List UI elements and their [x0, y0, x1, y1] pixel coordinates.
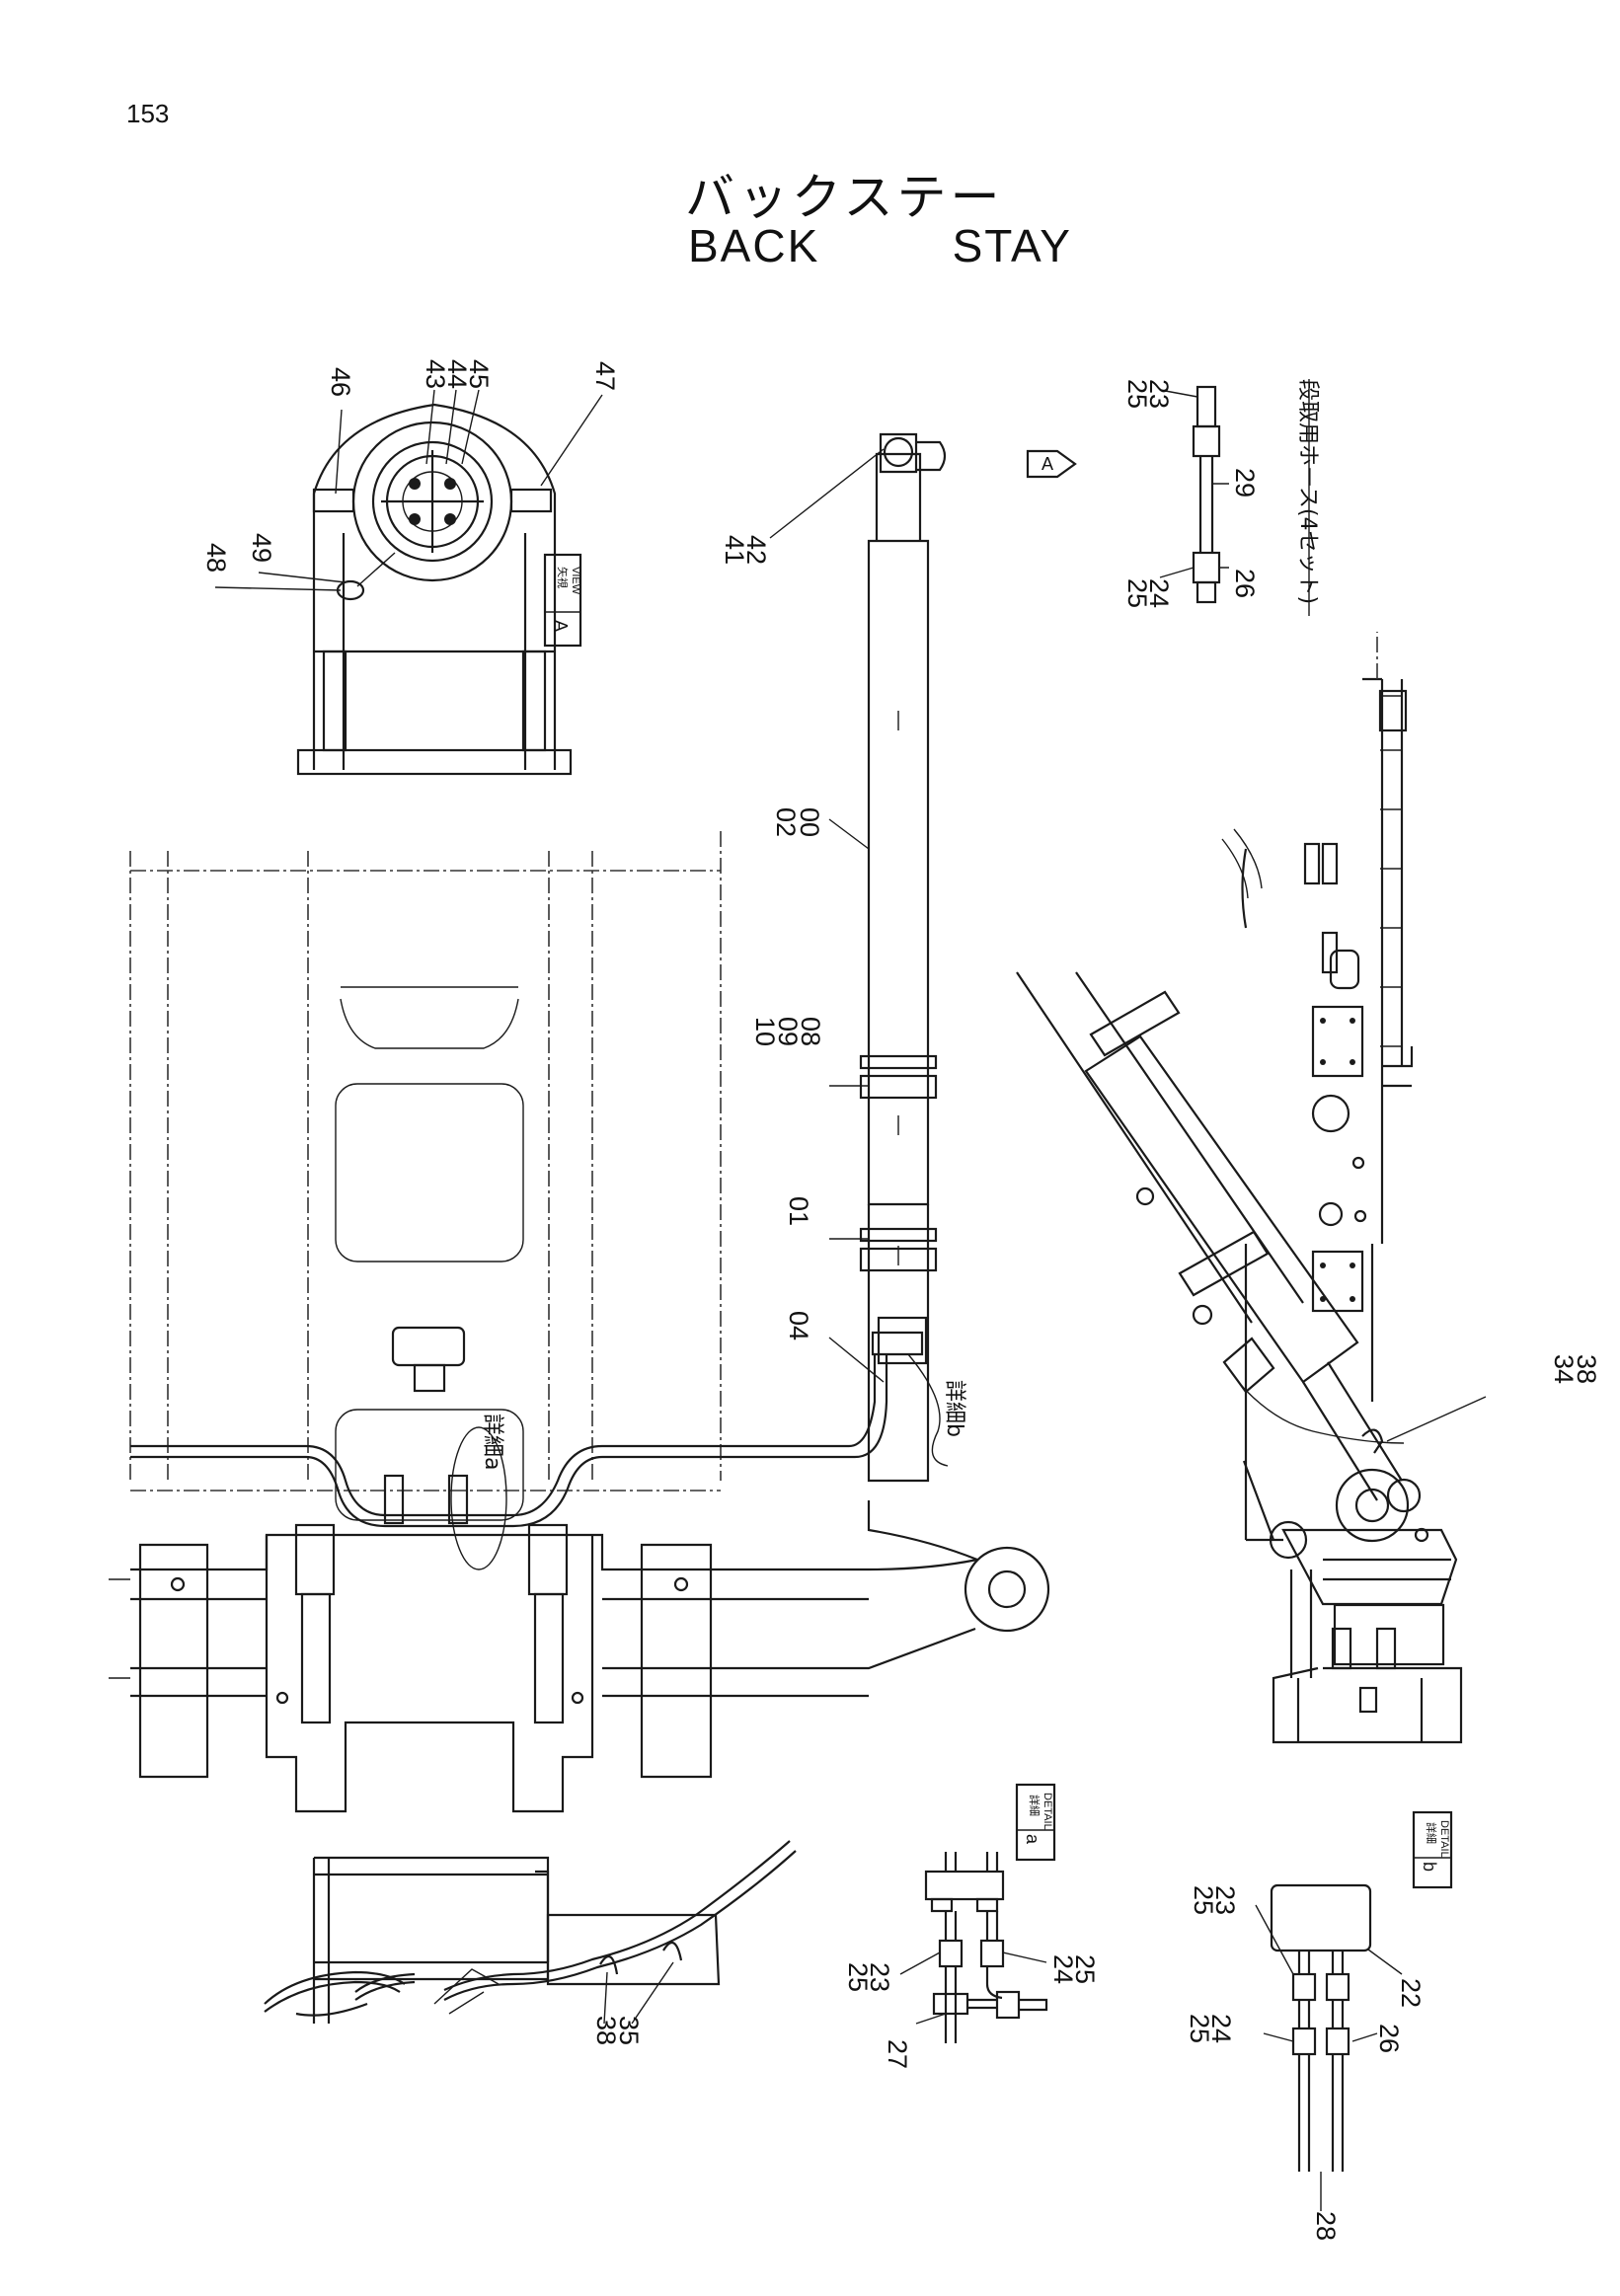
- detail-b-label-box: 詳細 DETAIL b: [1412, 1810, 1453, 1889]
- view-a-label-box: 矢視 VIEW A: [543, 553, 582, 648]
- callout-38-side: 38: [1572, 1354, 1601, 1384]
- callout-25-detail-b-bottom: 25: [1185, 2014, 1214, 2043]
- callout-08: 08: [796, 1017, 825, 1046]
- callout-24-detail-b: 24: [1206, 2014, 1236, 2043]
- callout-44: 44: [442, 359, 472, 389]
- callout-00: 00: [795, 807, 824, 837]
- svg-text:A: A: [1041, 454, 1053, 474]
- callout-28: 28: [1311, 2211, 1341, 2241]
- callout-25-detail-b-top: 25: [1189, 1885, 1218, 1915]
- callout-25-hose-bottom: 25: [1122, 578, 1152, 608]
- callout-25-detail-a-left: 25: [843, 1962, 873, 1992]
- callout-01: 01: [784, 1196, 813, 1226]
- hose-note: 段取用ホース(4セット): [1295, 379, 1320, 604]
- carbody-frame: [109, 831, 978, 1813]
- view-a-detail: [214, 389, 603, 776]
- callout-46: 46: [326, 367, 355, 397]
- callout-10: 10: [750, 1017, 780, 1046]
- callout-25-hose-top: 25: [1122, 379, 1152, 409]
- svg-text:DETAIL: DETAIL: [1438, 1820, 1450, 1858]
- side-view-boom-cylinder: [1016, 971, 1405, 1501]
- page-number: 153: [126, 99, 170, 128]
- callout-22: 22: [1396, 1978, 1426, 2008]
- callout-41: 41: [720, 535, 749, 565]
- callout-24-hose-bottom: 24: [1144, 578, 1174, 608]
- callout-42: 42: [741, 535, 771, 565]
- svg-text:詳細: 詳細: [1028, 1795, 1041, 1816]
- svg-text:b: b: [1420, 1862, 1439, 1872]
- title-english: BACK STAY: [688, 220, 1072, 271]
- detail-a: [899, 1852, 1048, 2043]
- callout-09: 09: [773, 1017, 803, 1046]
- callout-26-hose: 26: [1230, 569, 1260, 598]
- back-stay-cylinder: [769, 432, 1050, 1633]
- callout-02: 02: [771, 807, 801, 837]
- callout-47: 47: [590, 361, 620, 391]
- view-arrow-a: A: [1026, 449, 1077, 479]
- callout-34: 34: [1549, 1354, 1579, 1384]
- svg-text:a: a: [1023, 1834, 1042, 1845]
- detail-a-inline-label: 詳細a: [480, 1414, 504, 1470]
- callout-38-bottom: 38: [591, 2016, 621, 2045]
- svg-text:詳細: 詳細: [1425, 1822, 1438, 1844]
- svg-text:VIEW: VIEW: [570, 567, 581, 595]
- callout-45: 45: [464, 359, 494, 389]
- hose-clamp-detail: [264, 1840, 797, 2025]
- callout-26-detail-b: 26: [1374, 2024, 1404, 2053]
- detail-b: [1255, 1883, 1403, 2211]
- callout-25-detail-a-right: 25: [1070, 1954, 1100, 1984]
- callout-29: 29: [1230, 468, 1260, 497]
- svg-text:矢視: 矢視: [556, 567, 570, 588]
- side-view-turntable: [1242, 1396, 1487, 1744]
- callout-49: 49: [247, 533, 276, 563]
- callout-48: 48: [201, 543, 231, 573]
- detail-a-label-box: 詳細 DETAIL a: [1015, 1783, 1056, 1862]
- callout-35: 35: [614, 2016, 644, 2045]
- callout-04: 04: [784, 1311, 813, 1340]
- callout-43: 43: [421, 359, 450, 389]
- callout-23-hose-top: 23: [1144, 379, 1174, 409]
- svg-text:A: A: [551, 620, 571, 632]
- title-japanese: バックステー: [685, 169, 1004, 226]
- detail-b-inline-label: 詳細b: [942, 1380, 966, 1437]
- setup-hose: [1159, 385, 1229, 604]
- callout-23-detail-b: 23: [1210, 1885, 1240, 1915]
- callout-24-detail-a: 24: [1048, 1954, 1078, 1984]
- svg-text:DETAIL: DETAIL: [1041, 1793, 1053, 1830]
- callout-27: 27: [883, 2039, 912, 2069]
- callout-23-detail-a: 23: [865, 1962, 894, 1992]
